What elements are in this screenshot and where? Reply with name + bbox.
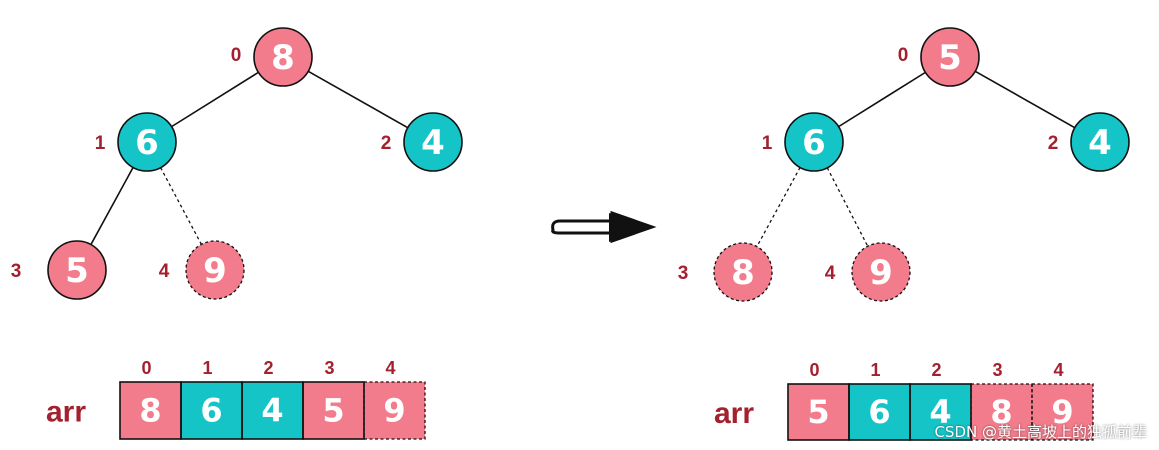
- right-array-cell-2: [910, 384, 971, 440]
- left-node-2: 42: [381, 112, 463, 172]
- left-node-circle-0: [253, 27, 313, 87]
- right-array-cell-3: [971, 384, 1032, 440]
- right-heap-array: arr 5 0 6 1 4 2 8 3 9 4: [714, 360, 1094, 441]
- left-node-0: 80: [231, 27, 313, 87]
- right-node-value-3: 8: [731, 253, 755, 293]
- left-heap-array: arr 8 0 6 1 4 2 5 3 9 4: [46, 358, 426, 440]
- transition-arrow-icon: [551, 210, 657, 244]
- right-node-circle-2: [1070, 112, 1130, 172]
- right-array-cell-value-2: 4: [929, 393, 951, 431]
- left-node-value-0: 8: [271, 38, 295, 78]
- right-array-cell-index-1: 1: [870, 360, 880, 380]
- left-array-cell-index-3: 3: [324, 358, 334, 378]
- left-node-index-4: 4: [159, 261, 170, 282]
- right-array-cell-value-4: 9: [1051, 393, 1073, 431]
- left-array-label: arr: [46, 396, 86, 429]
- left-edge-1: [307, 70, 409, 129]
- left-edge-3: [160, 167, 202, 245]
- left-node-circle-1: [117, 112, 177, 172]
- left-array-cell-index-1: 1: [202, 358, 212, 378]
- left-array-cell-index-4: 4: [385, 358, 395, 378]
- right-edge-3: [826, 167, 869, 247]
- left-array-cell-4: [364, 382, 425, 439]
- left-edge-0: [171, 71, 259, 128]
- left-edge-2: [90, 167, 134, 245]
- left-node-value-1: 6: [135, 123, 159, 163]
- right-node-value-0: 5: [938, 38, 962, 78]
- left-node-1: 61: [95, 112, 177, 172]
- left-node-circle-3: [47, 240, 107, 300]
- left-array-cell-border-4: [363, 381, 426, 440]
- left-node-index-3: 3: [11, 261, 22, 282]
- right-node-2: 42: [1048, 112, 1130, 172]
- left-node-index-0: 0: [231, 45, 242, 66]
- right-array-cell-value-0: 5: [807, 393, 829, 431]
- right-array-label: arr: [714, 397, 754, 430]
- right-node-index-1: 1: [762, 133, 773, 154]
- right-array-cell-border-4: [1031, 383, 1094, 441]
- right-node-circle-4: [851, 242, 911, 302]
- right-array-cell-1: [849, 384, 910, 440]
- right-array-cell-index-4: 4: [1053, 360, 1063, 380]
- left-node-index-2: 2: [381, 133, 392, 154]
- right-edge-2: [756, 167, 801, 247]
- left-array-cell-0: [120, 382, 181, 439]
- right-node-3: 83: [678, 242, 773, 302]
- right-node-0: 50: [898, 27, 980, 87]
- left-array-cell-value-4: 9: [383, 392, 405, 430]
- right-node-index-3: 3: [678, 263, 689, 284]
- left-node-3: 53: [11, 240, 107, 300]
- right-array-cell-index-0: 0: [809, 360, 819, 380]
- right-array-cell-value-3: 8: [990, 393, 1012, 431]
- right-node-circle-1: [784, 112, 844, 172]
- right-node-index-4: 4: [825, 263, 836, 284]
- right-node-4: 94: [825, 242, 911, 302]
- right-node-value-2: 4: [1088, 123, 1112, 163]
- csdn-watermark: CSDN @黄土高坡上的独孤前辈: [934, 423, 1147, 441]
- left-node-index-1: 1: [95, 133, 106, 154]
- left-array-cell-value-3: 5: [322, 392, 344, 430]
- left-array-cell-border-3: [302, 381, 365, 440]
- left-array-cell-3: [303, 382, 364, 439]
- right-array-cell-index-3: 3: [992, 360, 1002, 380]
- right-array-cell-value-1: 6: [868, 393, 890, 431]
- left-array-cell-2: [242, 382, 303, 439]
- right-node-value-4: 9: [869, 253, 893, 293]
- right-array-cell-0: [788, 384, 849, 440]
- left-array-cell-value-2: 4: [261, 392, 283, 430]
- left-node-value-4: 9: [203, 251, 227, 291]
- left-array-cell-value-1: 6: [200, 392, 222, 430]
- left-array-cell-1: [181, 382, 242, 439]
- right-node-index-0: 0: [898, 45, 909, 66]
- right-node-value-1: 6: [802, 123, 826, 163]
- right-array-cell-index-2: 2: [931, 360, 941, 380]
- right-array-cell-4: [1032, 384, 1093, 440]
- left-node-value-2: 4: [421, 123, 445, 163]
- left-array-cell-index-2: 2: [263, 358, 273, 378]
- right-node-1: 61: [762, 112, 844, 172]
- left-node-value-3: 5: [65, 251, 89, 291]
- left-node-4: 94: [159, 240, 245, 300]
- left-node-circle-4: [185, 240, 245, 300]
- right-node-circle-0: [920, 27, 980, 87]
- right-edge-0: [838, 71, 926, 128]
- right-node-index-2: 2: [1048, 133, 1059, 154]
- left-array-cell-index-0: 0: [141, 358, 151, 378]
- left-array-cell-value-0: 8: [139, 392, 161, 430]
- left-node-circle-2: [403, 112, 463, 172]
- right-node-circle-3: [713, 242, 773, 302]
- right-edge-1: [974, 70, 1076, 129]
